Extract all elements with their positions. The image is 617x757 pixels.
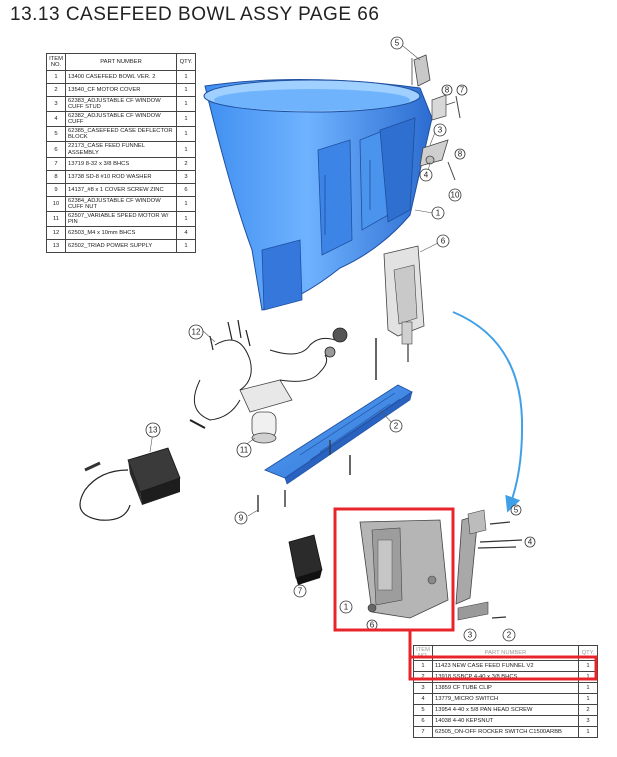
svg-text:11: 11 bbox=[240, 446, 249, 455]
rocker-switch bbox=[288, 534, 323, 590]
casefeed-bowl bbox=[203, 78, 433, 311]
window-cuff-parts bbox=[419, 94, 461, 181]
svg-text:3: 3 bbox=[468, 631, 473, 640]
bom-part-number: 62507_VARIABLE SPEED MOTOR W/ PIN bbox=[65, 210, 177, 227]
highlight-box-funnel bbox=[333, 507, 455, 632]
detail-screws bbox=[477, 521, 523, 619]
triad-power-supply bbox=[79, 447, 181, 521]
bom-qty: 1 bbox=[176, 238, 196, 253]
balloon-5: 5 bbox=[390, 36, 404, 50]
balloon-10: 10 bbox=[448, 188, 462, 202]
svg-text:7: 7 bbox=[460, 86, 465, 95]
variable-speed-motor bbox=[189, 319, 348, 444]
balloons-detail: 1 2 3 4 5 6 bbox=[339, 504, 536, 642]
bom-part-number: 62382_ADJUSTABLE CF WINDOW CUFF bbox=[65, 111, 177, 128]
bom-qty: 1 bbox=[578, 693, 598, 706]
svg-text:6: 6 bbox=[441, 237, 446, 246]
balloon-6: 6 bbox=[436, 234, 450, 248]
bom-part-number: 62505_ON-OFF ROCKER SWITCH C1500ARBB bbox=[432, 726, 579, 739]
balloon-11: 11 bbox=[236, 442, 252, 458]
svg-text:7: 7 bbox=[298, 587, 303, 596]
balloons-main: 1 2 3 4 5 6 7 8 8 9 10 11 12 13 bbox=[145, 36, 468, 525]
bom-qty: 1 bbox=[176, 141, 196, 158]
bom-qty: 3 bbox=[176, 169, 196, 184]
bom-qty: 1 bbox=[176, 210, 196, 227]
balloon-9: 9 bbox=[234, 511, 248, 525]
balloon-detail-5: 5 bbox=[510, 504, 522, 516]
balloon-detail-2: 2 bbox=[502, 628, 516, 642]
highlight-box-bom-row bbox=[408, 655, 598, 681]
svg-text:8: 8 bbox=[458, 150, 463, 159]
bom-part-number: 22173_CASE FEED FUNNEL ASSEMBLY bbox=[65, 141, 177, 158]
cover-screws bbox=[257, 490, 286, 512]
balloon-detail-4: 4 bbox=[524, 536, 536, 548]
svg-text:4: 4 bbox=[528, 538, 533, 547]
bom-qty: 6 bbox=[176, 182, 196, 197]
balloon-4: 4 bbox=[419, 168, 433, 182]
svg-text:9: 9 bbox=[239, 514, 244, 523]
balloon-7: 7 bbox=[456, 84, 468, 96]
balloon-2: 2 bbox=[389, 419, 403, 433]
page-title: 13.13 CASEFEED BOWL ASSY PAGE 66 bbox=[10, 4, 380, 25]
bom-qty: 1 bbox=[578, 726, 598, 739]
balloon-detail-7: 7 bbox=[293, 584, 307, 598]
bom-qty: 1 bbox=[176, 111, 196, 128]
case-feed-funnel-assembly bbox=[375, 245, 425, 380]
svg-text:13: 13 bbox=[149, 426, 158, 435]
balloon-3: 3 bbox=[433, 123, 447, 137]
balloon-detail-3: 3 bbox=[463, 628, 477, 642]
motor-cover bbox=[264, 384, 413, 485]
balloon-8: 8 bbox=[441, 84, 453, 96]
balloon-12: 12 bbox=[188, 324, 204, 340]
detail-funnel-assembly bbox=[359, 509, 489, 621]
svg-text:1: 1 bbox=[436, 209, 441, 218]
svg-text:2: 2 bbox=[394, 422, 399, 431]
bom-qty: 1 bbox=[176, 95, 196, 113]
balloon-detail-1: 1 bbox=[339, 600, 353, 614]
svg-text:5: 5 bbox=[395, 39, 400, 48]
svg-text:8: 8 bbox=[445, 86, 450, 95]
svg-text:6: 6 bbox=[370, 621, 375, 630]
balloon-8b: 8 bbox=[454, 148, 466, 160]
svg-text:5: 5 bbox=[514, 506, 519, 515]
balloon-13: 13 bbox=[145, 422, 161, 438]
svg-text:1: 1 bbox=[344, 603, 349, 612]
balloon-1: 1 bbox=[431, 206, 445, 220]
svg-text:3: 3 bbox=[438, 126, 443, 135]
detail-callout-arrow bbox=[452, 311, 524, 513]
svg-text:12: 12 bbox=[192, 328, 201, 337]
svg-text:2: 2 bbox=[507, 631, 512, 640]
svg-text:4: 4 bbox=[424, 171, 429, 180]
svg-text:10: 10 bbox=[451, 191, 460, 200]
deflector-block-part bbox=[411, 54, 431, 87]
